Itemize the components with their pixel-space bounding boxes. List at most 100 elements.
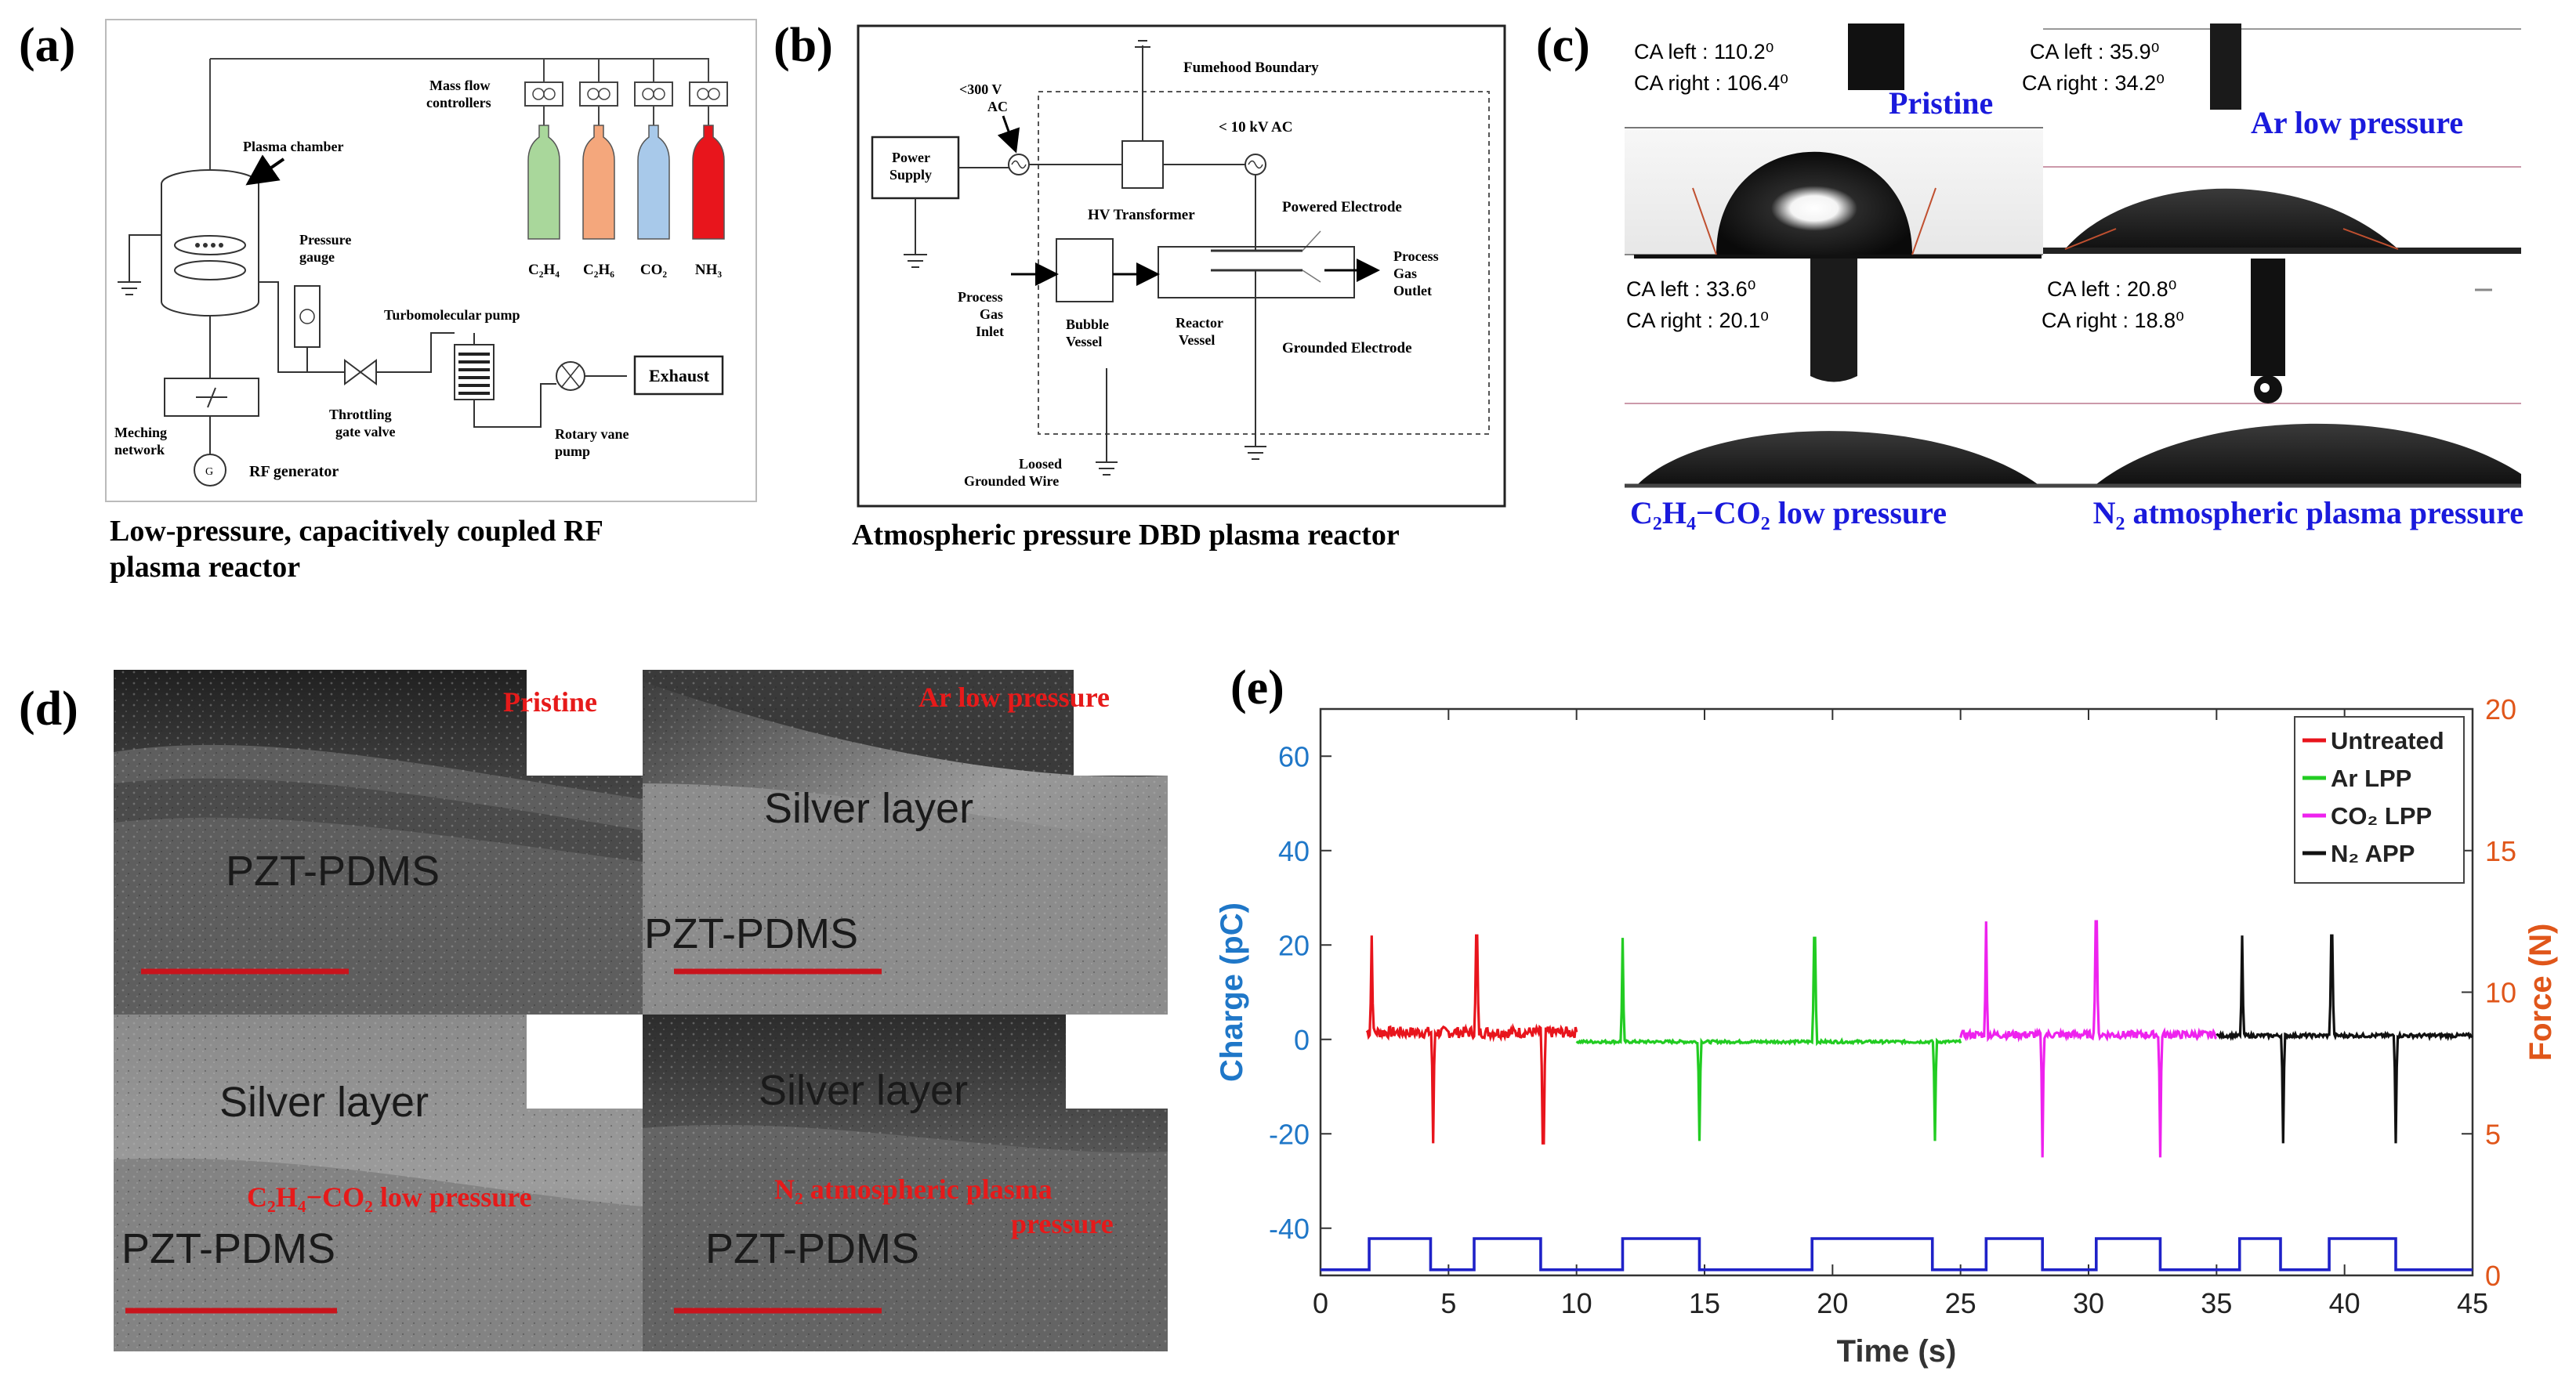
panel-d: (d) bbox=[19, 670, 1168, 1351]
svg-text:G: G bbox=[205, 466, 213, 478]
rf-generator: G bbox=[194, 454, 226, 487]
x-axis-label: Time (s) bbox=[1837, 1334, 1957, 1369]
matching-network bbox=[164, 378, 259, 454]
sem-label-n2-silver: Silver layer bbox=[759, 1067, 968, 1114]
y-tick-label: -20 bbox=[1269, 1118, 1310, 1150]
y-tick-label: 20 bbox=[1278, 929, 1310, 961]
series-line bbox=[2216, 934, 2473, 1144]
panel-e-letter: (e) bbox=[1230, 661, 1284, 714]
sem-label-c2h4-pzt: PZT-PDMS bbox=[121, 1225, 335, 1272]
wetting-image-pristine bbox=[1625, 24, 2043, 262]
sem-title-ar: Ar low pressure bbox=[918, 682, 1110, 713]
gas-cylinder bbox=[637, 125, 670, 240]
x-tick-label: 20 bbox=[1817, 1287, 1848, 1319]
x-tick-label: 5 bbox=[1440, 1287, 1456, 1319]
sem-tile-c2h4 bbox=[114, 1015, 643, 1351]
y-tick-label: 40 bbox=[1278, 835, 1310, 867]
turbo-pump bbox=[454, 333, 495, 400]
x-tick-label: 45 bbox=[2457, 1287, 2488, 1319]
panel-d-letter: (d) bbox=[19, 682, 78, 736]
x-tick-label: 35 bbox=[2201, 1287, 2232, 1319]
sem-title-c2h4: C₂H₄−CO₂ low pressure bbox=[247, 1181, 532, 1213]
label-grounded-electrode: Grounded Electrode bbox=[1282, 340, 1412, 356]
title-c2h4: C₂H₄−CO₂ low pressure bbox=[1630, 495, 1947, 530]
label-fumehood: Fumehood Boundary bbox=[1183, 60, 1319, 76]
ca-left-c2h4: CA left : 33.6⁰ bbox=[1626, 277, 1755, 301]
series-line bbox=[1575, 936, 1962, 1141]
label-v10k: < 10 kV AC bbox=[1219, 119, 1292, 136]
wetting-image-n2 bbox=[2043, 259, 2521, 490]
ca-right-c2h4: CA right : 20.1⁰ bbox=[1626, 309, 1769, 332]
panel-b-letter: (b) bbox=[774, 19, 833, 72]
throttling-valve bbox=[344, 359, 377, 385]
y-tick-label: 60 bbox=[1278, 740, 1310, 772]
sem-label-c2h4-silver: Silver layer bbox=[219, 1079, 429, 1126]
y2-tick-label: 15 bbox=[2485, 835, 2516, 867]
legend bbox=[2294, 716, 2465, 884]
series-line bbox=[1365, 934, 1578, 1145]
ca-left-pristine: CA left : 110.2⁰ bbox=[1634, 40, 1773, 63]
sem-label-n2-pzt: PZT-PDMS bbox=[705, 1225, 919, 1272]
ca-left-ar: CA left : 35.9⁰ bbox=[2030, 40, 2159, 63]
ca-right-ar: CA right : 34.2⁰ bbox=[2022, 71, 2165, 95]
plasma-chamber bbox=[118, 169, 259, 407]
sem-label-ar-pzt: PZT-PDMS bbox=[644, 910, 858, 957]
rotary-pump bbox=[556, 361, 627, 391]
ca-left-n2: CA left : 20.8⁰ bbox=[2047, 277, 2176, 301]
panel-b-frame bbox=[857, 24, 1506, 508]
label-powered-electrode: Powered Electrode bbox=[1282, 199, 1402, 215]
y2-tick-label: 5 bbox=[2485, 1118, 2501, 1150]
sem-label-ar-silver: Silver layer bbox=[764, 785, 973, 832]
label-plasma-chamber: Plasma chamber bbox=[243, 139, 343, 154]
gas-cylinder bbox=[527, 125, 560, 240]
ca-right-pristine: CA right : 106.4⁰ bbox=[1634, 71, 1788, 95]
sem-title-pristine: Pristine bbox=[503, 686, 597, 718]
label-hv-transformer: HV Transformer bbox=[1088, 207, 1195, 223]
legend-label: N₂ APP bbox=[2331, 840, 2415, 867]
x-tick-label: 25 bbox=[1945, 1287, 1976, 1319]
bubble-vessel bbox=[1056, 238, 1114, 302]
panel-a-letter: (a) bbox=[19, 19, 75, 72]
y-axis-label: Charge (pC) bbox=[1215, 902, 1249, 1082]
title-n2: N₂ atmospheric plasma pressure bbox=[2093, 495, 2523, 530]
plot-area bbox=[1319, 707, 2474, 1277]
x-tick-label: 30 bbox=[2073, 1287, 2104, 1319]
gas-cylinder bbox=[692, 125, 725, 240]
sem-tile-n2 bbox=[643, 1015, 1168, 1351]
gas-cylinder-label: NH₃ bbox=[695, 262, 723, 278]
panel-b-caption: Atmospheric pressure DBD plasma reactor bbox=[852, 519, 1400, 552]
ca-right-n2: CA right : 18.8⁰ bbox=[2042, 309, 2184, 332]
gas-cylinder-label: C₂H₄ bbox=[528, 262, 560, 278]
panel-c: (c) bbox=[1536, 19, 2523, 530]
label-exhaust: Exhaust bbox=[649, 366, 710, 385]
x-tick-label: 40 bbox=[2329, 1287, 2360, 1319]
y-tick-label: 0 bbox=[1294, 1024, 1310, 1056]
hv-transformer-box bbox=[1121, 140, 1164, 189]
y2-tick-label: 20 bbox=[2485, 693, 2516, 725]
label-turbo-pump: Turbomolecular pump bbox=[384, 307, 520, 323]
force-line bbox=[1321, 1237, 2473, 1271]
x-tick-label: 0 bbox=[1313, 1287, 1328, 1319]
mass-flow-controllers bbox=[524, 59, 728, 107]
title-pristine: Pristine bbox=[1889, 85, 1993, 121]
panel-c-letter: (c) bbox=[1536, 19, 1590, 72]
title-ar: Ar low pressure bbox=[2251, 105, 2463, 140]
label-rf-generator: RF generator bbox=[249, 463, 339, 480]
